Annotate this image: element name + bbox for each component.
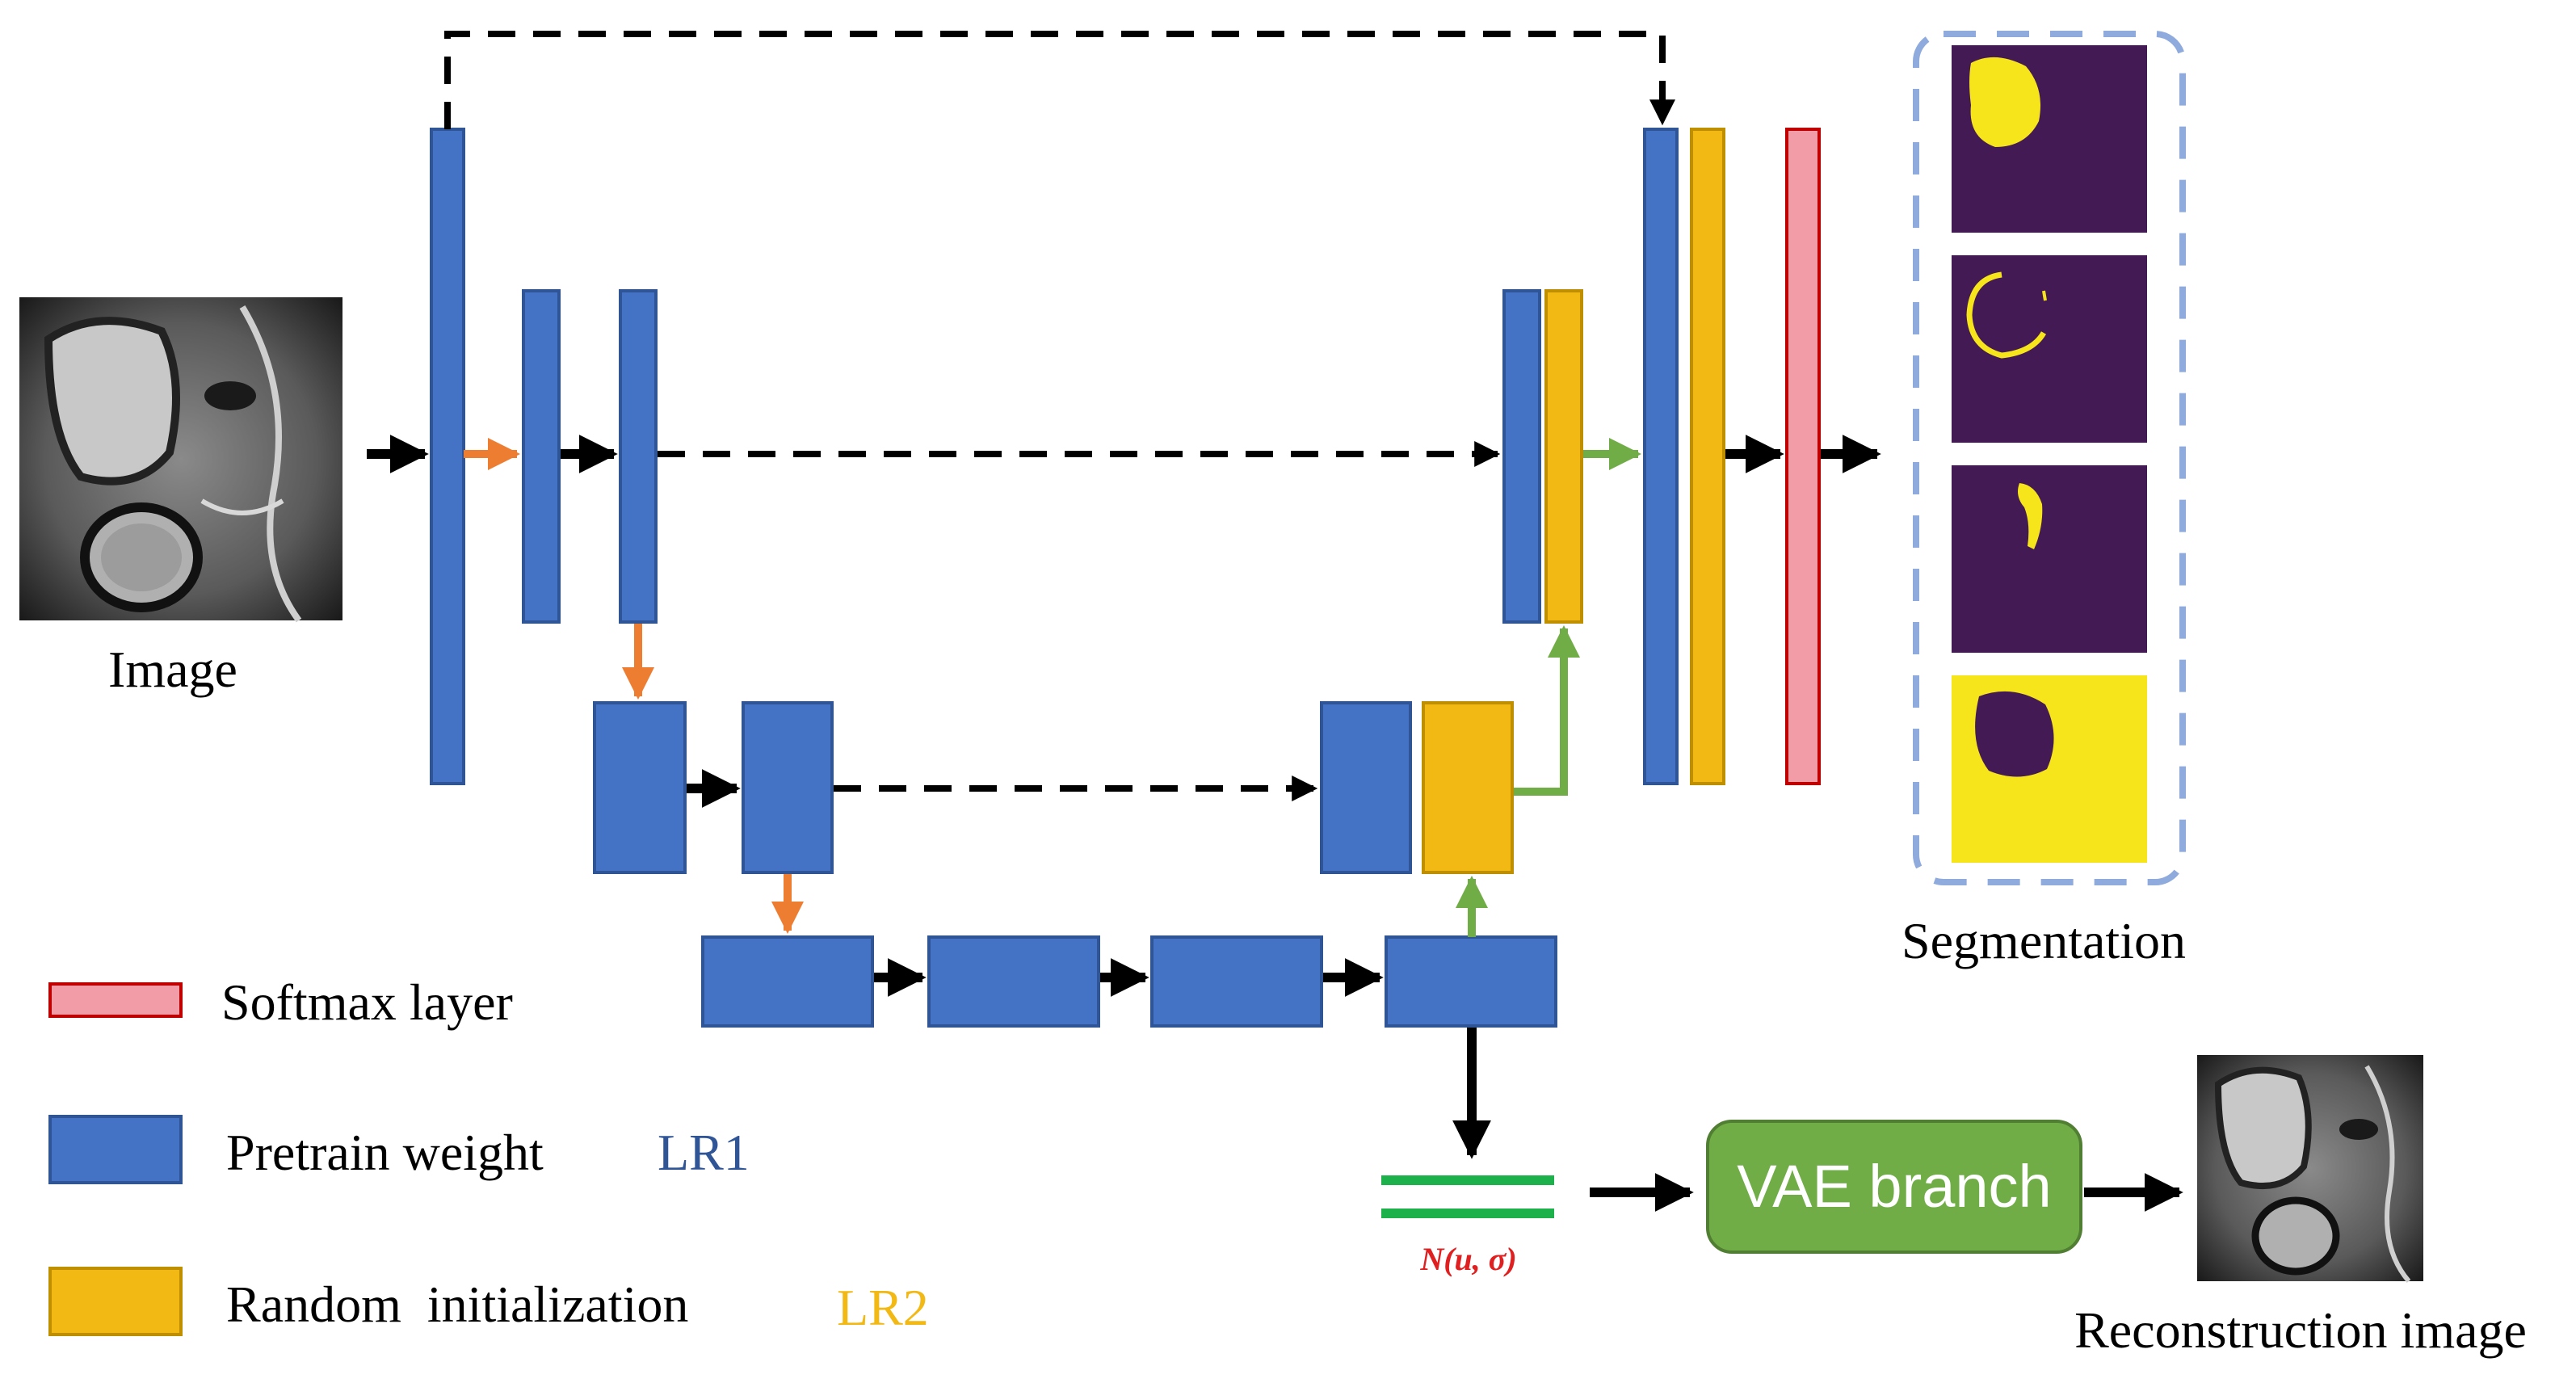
input-image-label: Image [108,641,237,698]
decoder-block-low-pretrain [1320,701,1412,874]
encoder-block-4 [593,701,687,874]
decoder-block-low-random [1422,701,1514,874]
forward-arrows [367,435,2183,1212]
legend-lr1-label: LR1 [658,1124,750,1181]
legend-pretrain-swatch [48,1115,183,1184]
vae-branch-box [1706,1120,2082,1254]
decoder-block-mid-pretrain [1502,289,1541,624]
vae-branch-label: VAE branch [1737,1153,2051,1220]
legend: Softmax layer Pretrain weight LR1 Random… [48,973,929,1336]
skip-connection-top [444,31,1675,129]
encoder-block-1 [430,128,465,785]
input-image [19,297,342,623]
downsample-arrows [464,438,804,934]
bottleneck-block-1 [701,935,874,1028]
bottleneck-block-2 [927,935,1100,1028]
reconstruction-label: Reconstruction image [2074,1301,2527,1359]
encoder-block-5 [742,701,834,874]
seg-map-4 [1952,675,2147,863]
bottleneck-block-4 [1385,935,1557,1028]
seg-map-2 [1952,255,2147,443]
legend-random-label: Random initialization [226,1276,688,1333]
segmentation-panel [1913,31,2186,885]
reconstruction-image [2197,1055,2423,1283]
legend-softmax-swatch [48,982,183,1018]
legend-lr2-label: LR2 [837,1279,929,1336]
latent-label: N(u, σ) [1419,1241,1516,1277]
legend-softmax-label: Softmax layer [221,973,513,1031]
seg-map-1 [1952,45,2147,233]
softmax-block [1785,128,1821,785]
encoder-block-3 [619,289,658,624]
decoder-block-mid-random [1544,289,1583,624]
arrow-upsample-2 [1514,625,1580,796]
seg-map-3 [1952,465,2147,653]
decoder-block-top-random [1690,128,1725,785]
bottleneck-block-3 [1150,935,1323,1028]
legend-random-swatch [48,1267,183,1336]
latent-bars [1381,1175,1554,1218]
skip-connections [444,31,1675,801]
upsample-arrows [1456,438,1641,937]
segmentation-maps [1952,45,2147,863]
segmentation-label: Segmentation [1902,912,2186,969]
decoder-block-top-pretrain [1643,128,1679,785]
legend-pretrain-label: Pretrain weight [226,1124,544,1181]
encoder-block-2 [522,289,561,624]
